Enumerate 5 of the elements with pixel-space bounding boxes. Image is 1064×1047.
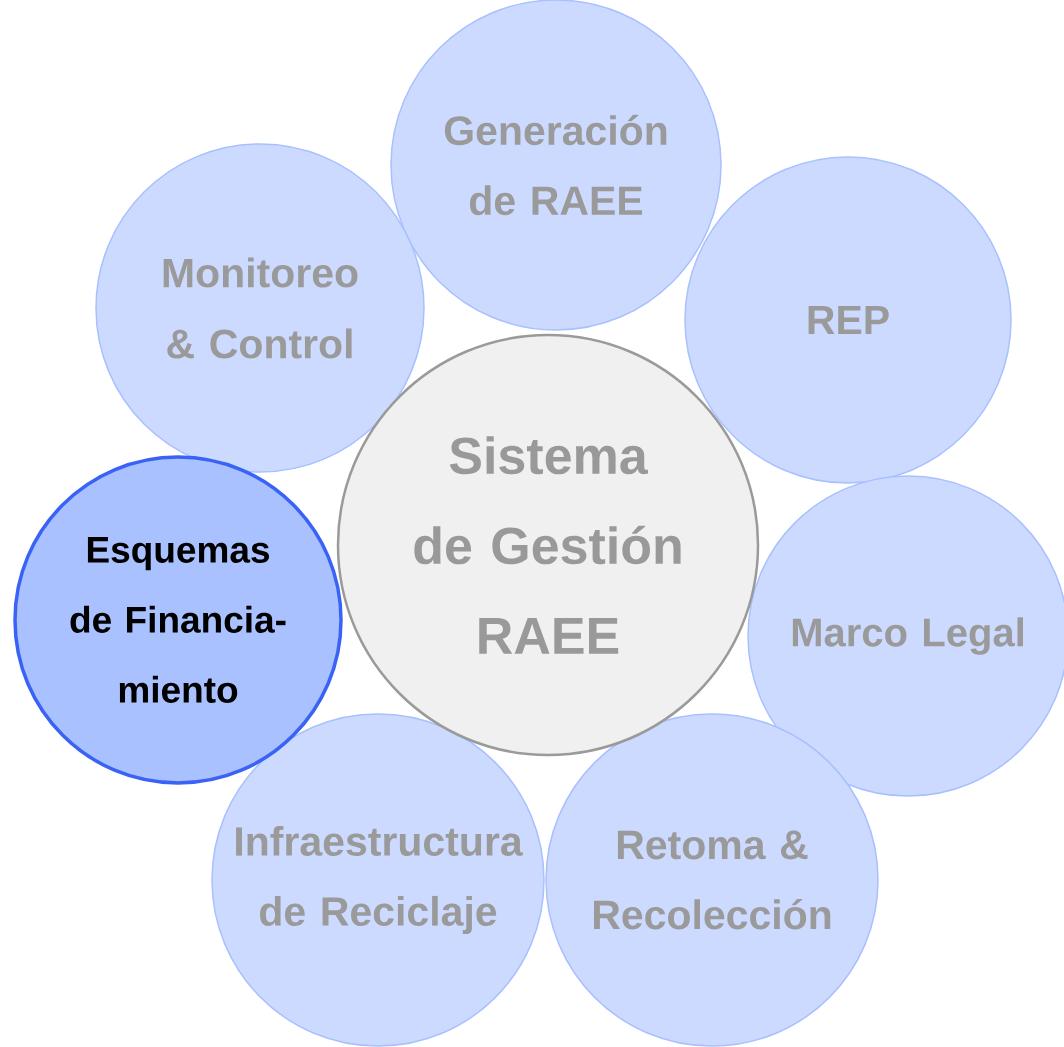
circle-node: Retoma & Recolección: [545, 713, 879, 1047]
circle-node: Infraestructura de Reciclaje: [211, 713, 545, 1047]
circle-node: Marco Legal: [747, 475, 1064, 797]
circle-node: REP: [684, 156, 1012, 484]
circle-node: Monitoreo & Control: [95, 143, 425, 473]
